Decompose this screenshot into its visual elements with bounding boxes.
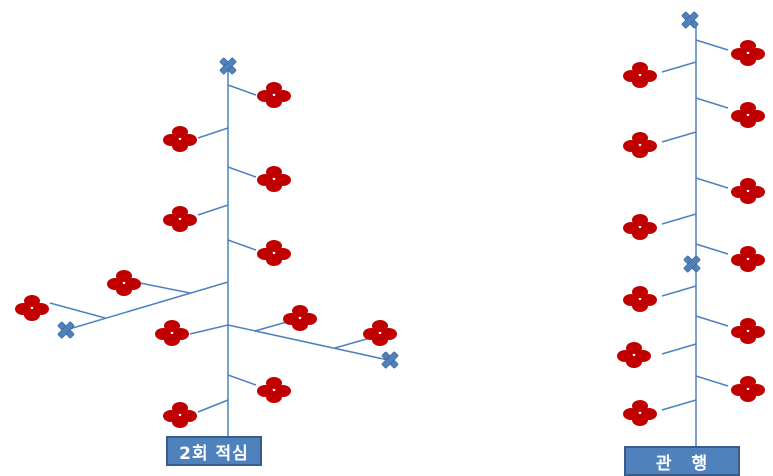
x-mark-icon [682,12,699,29]
fruit-cluster-icon [623,400,657,426]
fruit-cluster-icon [623,214,657,240]
fruit-cluster-icon [731,102,765,128]
fruit-cluster-icon [731,246,765,272]
fruit-clusters [15,40,765,428]
fruit-cluster-icon [617,342,651,368]
fruit-cluster-icon [623,62,657,88]
fruit-cluster-icon [163,402,197,428]
fruit-cluster-icon [155,320,189,346]
right-plant [662,22,728,448]
pinch-markers [58,12,701,369]
label-two-pinch: 2회 적심 [166,436,262,466]
fruit-cluster-icon [283,305,317,331]
left-plant [50,66,388,440]
fruit-cluster-icon [731,318,765,344]
fruit-cluster-icon [363,320,397,346]
side-branch-right [228,325,388,360]
fruit-cluster-icon [15,295,49,321]
fruit-cluster-icon [107,270,141,296]
fruit-cluster-icon [163,206,197,232]
fruit-cluster-icon [623,132,657,158]
fruit-cluster-icon [731,40,765,66]
fruit-cluster-icon [257,82,291,108]
fruit-cluster-icon [257,240,291,266]
label-conventional: 관 행 [624,446,740,476]
x-mark-icon [684,256,701,273]
x-mark-icon [58,322,75,339]
fruit-cluster-icon [257,166,291,192]
x-mark-icon [382,352,399,369]
fruit-cluster-icon [731,178,765,204]
fruit-cluster-icon [623,286,657,312]
fruit-cluster-icon [257,377,291,403]
fruit-cluster-icon [731,376,765,402]
fruit-cluster-icon [163,126,197,152]
side-branch-left [66,282,228,330]
